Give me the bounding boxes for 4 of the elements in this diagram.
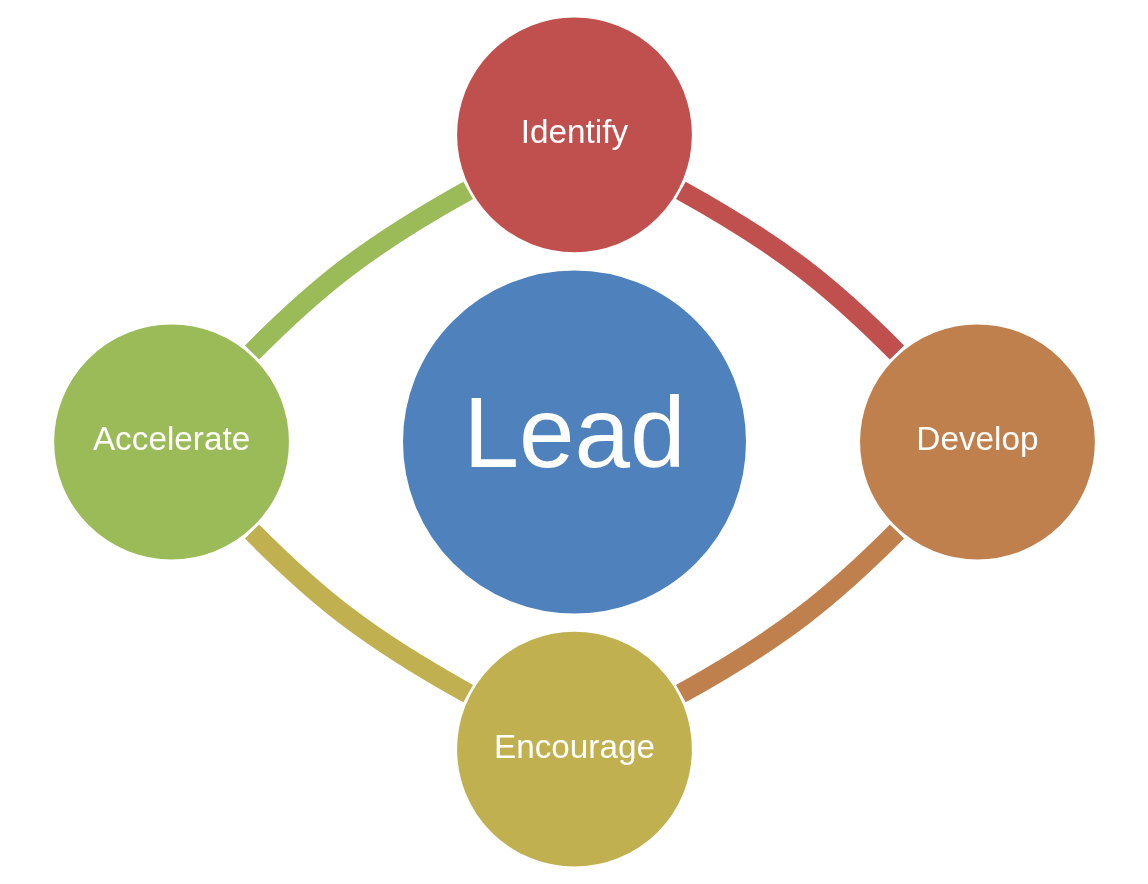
connector <box>675 181 904 360</box>
connector <box>244 524 473 703</box>
connector <box>244 181 473 360</box>
connector <box>675 524 904 703</box>
